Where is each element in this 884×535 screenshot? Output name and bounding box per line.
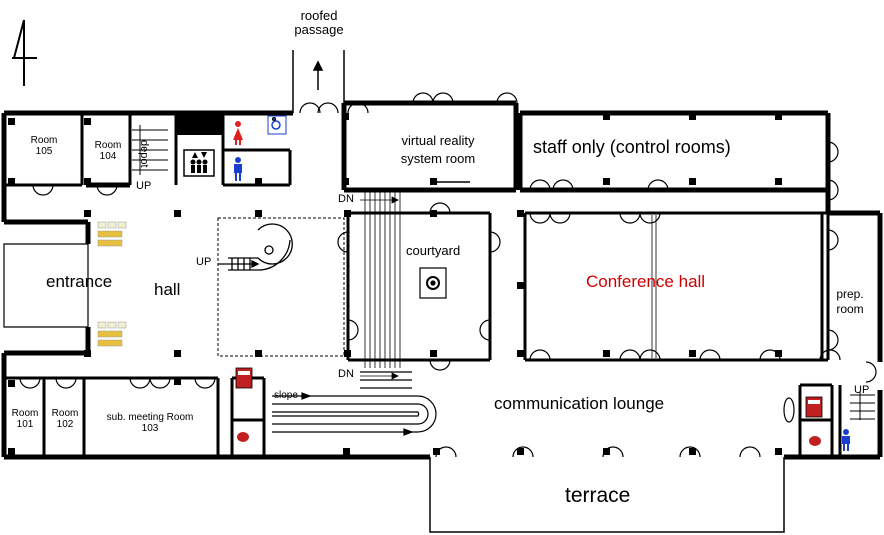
grand-stairs xyxy=(360,190,401,380)
staff-only-label: staff only (control rooms) xyxy=(533,137,731,157)
room-104-line2: 104 xyxy=(99,150,117,162)
up-stair-104-label: UP xyxy=(136,180,152,192)
room-104-line1: Room xyxy=(94,140,122,151)
room-104-label: Room 104 xyxy=(88,140,128,162)
entrance-vestibule xyxy=(3,243,89,328)
terrace-outline xyxy=(429,457,785,533)
room-101-line2: 101 xyxy=(16,418,34,430)
male-toilet-icon-right xyxy=(842,429,850,451)
room-103-line2: 103 xyxy=(141,422,159,434)
accessible-toilet-icon xyxy=(267,115,287,135)
room-102-line2: 102 xyxy=(56,418,74,430)
room-102-line1: Room xyxy=(51,408,79,419)
up-right-label: UP xyxy=(854,384,870,396)
roofed-passage-line1: roofed xyxy=(300,8,338,23)
interior-walls xyxy=(4,113,842,457)
prep-room-line2: room xyxy=(836,301,864,316)
courtyard-label: courtyard xyxy=(406,243,461,258)
vr-room-line2: system room xyxy=(400,150,476,166)
room-101-label: Room 101 xyxy=(8,408,42,430)
room-102-label: Room 102 xyxy=(48,408,82,430)
fountain-icon xyxy=(419,267,795,423)
dn-bottom-label: DN xyxy=(338,368,354,380)
kettle-icon xyxy=(237,432,821,446)
spiral-stair xyxy=(218,223,293,271)
female-toilet-icon xyxy=(233,121,243,145)
vr-room-line1: virtual reality xyxy=(401,133,475,148)
room-105-line1: Room xyxy=(30,135,58,146)
north-arrow-icon xyxy=(12,19,37,86)
roofed-passage xyxy=(292,50,345,113)
doors xyxy=(19,92,877,458)
room-103-label: sub. meeting Room 103 xyxy=(86,412,214,434)
terrace-label: terrace xyxy=(565,484,631,507)
male-toilet-icon xyxy=(234,157,242,181)
room-105-label: Room 105 xyxy=(15,135,73,157)
roofed-passage-line2: passage xyxy=(294,21,344,37)
columns xyxy=(8,113,782,455)
depot-label: depot xyxy=(138,140,150,168)
elevator-icon xyxy=(176,113,222,177)
prep-room-label: prep. room xyxy=(829,288,871,315)
right-stair xyxy=(850,392,875,420)
hall-void xyxy=(217,217,345,357)
up-spiral-label: UP xyxy=(196,256,212,268)
room-101-line1: Room xyxy=(11,408,39,419)
prep-room-line1: prep. xyxy=(836,287,864,301)
sofa-icon xyxy=(97,221,127,347)
slope-ramp xyxy=(272,371,437,436)
partition-line xyxy=(651,215,657,358)
hall-label: hall xyxy=(154,280,181,299)
depot-stair xyxy=(132,125,168,175)
vr-room-label: virtual reality system room xyxy=(370,134,506,165)
room-103-line1: sub. meeting Room xyxy=(106,412,194,423)
conference-hall-label: Conference hall xyxy=(586,272,706,291)
vending-machine-icon xyxy=(235,367,823,418)
slope-label: slope xyxy=(274,390,298,401)
room-105-line2: 105 xyxy=(35,145,53,157)
dn-top-label: DN xyxy=(338,193,354,205)
entrance-label: entrance xyxy=(46,272,113,291)
communication-lounge-label: communication lounge xyxy=(494,394,665,413)
roofed-passage-label: roofed passage xyxy=(293,9,345,36)
